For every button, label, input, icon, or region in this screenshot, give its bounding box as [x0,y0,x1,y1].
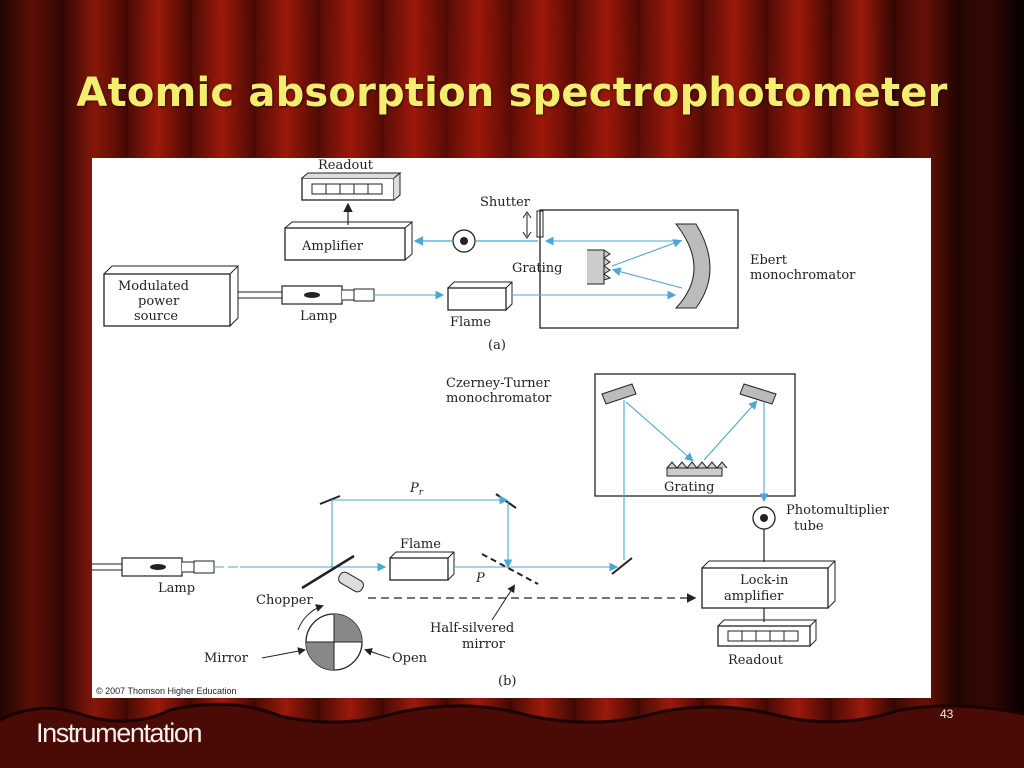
b-photomultiplier-icon [752,506,776,530]
b-open-label: Open [392,651,428,666]
a-readout-box [301,171,402,201]
b-half-silvered-label-1: Half-silvered [430,621,514,636]
b-czerney-turner-box [594,373,796,497]
a-ebert-mirror [674,223,711,309]
page-number: 43 [940,707,954,721]
b-czerney-turner-label-1: Czerney-Turner [446,376,550,391]
footer-text: Instrumentation [36,718,203,748]
b-lock-in-label-1: Lock-in [740,573,789,588]
b-lamp-label: Lamp [158,581,195,596]
a-power-source-label-2: power [138,294,180,309]
b-caption: (b) [498,674,516,689]
b-mirror-label: Mirror [204,651,249,666]
b-chopper-wheel [297,604,363,671]
diagram-figure: Readout Amplifier Shutter Grating Ebert … [92,158,931,698]
copyright-text: © 2007 Thomson Higher Education [96,686,237,696]
b-czerney-turner-label-2: monochromator [446,391,552,406]
a-flame-label: Flame [450,315,491,330]
b-lock-in-label-2: amplifier [724,589,784,604]
b-flame-label: Flame [400,537,441,552]
b-grating-label: Grating [664,480,714,495]
a-caption: (a) [488,338,506,353]
b-readout-label: Readout [728,653,784,668]
a-ebert-label-2: monochromator [750,268,856,283]
b-mirror-top-right [495,493,517,509]
a-shutter-label: Shutter [480,195,531,210]
b-readout-box [717,618,817,647]
b-chopper-label: Chopper [256,593,313,608]
stage-floor [0,702,1024,768]
a-amplifier-label: Amplifier [301,239,364,254]
b-lock-in-amplifier-box [701,560,836,609]
a-ebert-box [539,209,739,329]
b-photomultiplier-label-2: tube [794,519,824,534]
b-lamp [121,557,215,577]
a-power-source-box [103,265,239,327]
a-flame-box [447,281,513,311]
a-grating-label: Grating [512,261,562,276]
b-pr-label: Pr [409,481,424,498]
a-grating [587,249,612,285]
b-mirror-top-left [319,495,341,505]
b-p-label: P [475,571,485,586]
b-half-silvered-mirror [481,553,539,585]
b-chopper [301,554,364,593]
aas-diagram: Readout Amplifier Shutter Grating Ebert … [92,158,890,696]
a-power-source-label-1: Modulated [118,279,189,294]
a-lamp-label: Lamp [300,309,337,324]
a-power-source-label-3: source [134,309,178,324]
b-grating [666,461,728,477]
a-amplifier-box [284,220,413,261]
b-ct-mirror-left [601,383,637,405]
b-photomultiplier-label-1: Photomultiplier [786,503,890,518]
b-ct-mirror-right [739,383,777,405]
a-readout-label: Readout [318,158,374,173]
slide-title: Atomic absorption spectrophotometer [76,70,948,116]
a-ebert-label-1: Ebert [750,253,788,268]
b-flame-box [389,551,455,581]
b-half-silvered-label-2: mirror [462,637,506,652]
a-detector-icon [452,229,476,253]
b-mirror-right [611,557,633,575]
a-lamp [281,285,375,305]
